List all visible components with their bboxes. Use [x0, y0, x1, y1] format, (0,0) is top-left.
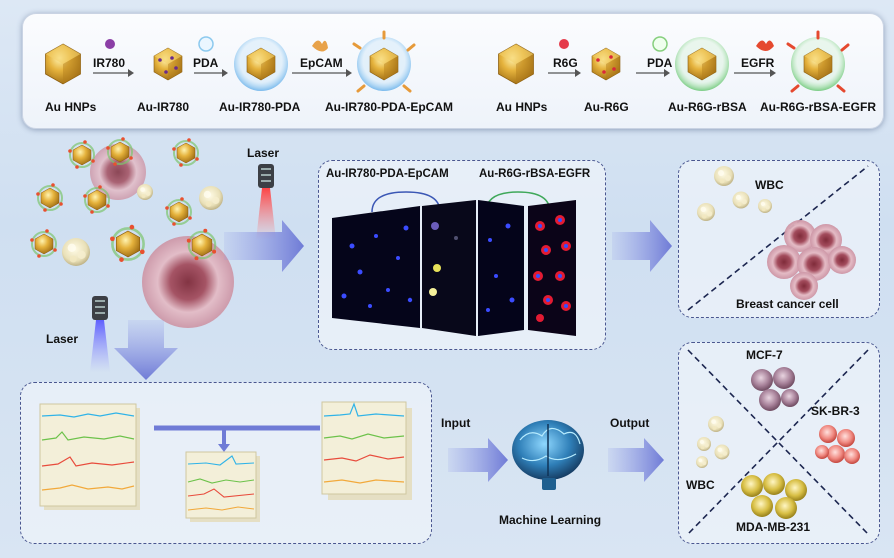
imaging-probe1-label: Au-IR780-PDA-EpCAM — [326, 168, 449, 180]
machine-learning-label: Machine Learning — [499, 513, 602, 527]
separation-cancer-label: Breast cancer cell — [736, 297, 839, 311]
step-au-hnps-2: Au HNPs — [496, 100, 548, 114]
class-mcf7-label: MCF-7 — [746, 348, 783, 362]
step-au-ir780-pda: Au-IR780-PDA — [219, 100, 301, 114]
arrow-output — [608, 438, 664, 482]
output-label: Output — [610, 416, 650, 430]
arrow-to-separation — [612, 220, 672, 272]
laser-label-top: Laser — [247, 146, 280, 160]
arrow-to-imaging — [224, 220, 304, 272]
imaging-probe2-label: Au-R6G-rBSA-EGFR — [479, 168, 591, 180]
separation-panel — [678, 160, 880, 318]
reagent-pda-2: PDA — [647, 56, 673, 70]
arrow-input — [448, 438, 508, 482]
step-au-r6g-rbsa-egfr: Au-R6G-rBSA-EGFR — [760, 100, 876, 114]
reagent-ir780: IR780 — [93, 56, 126, 70]
step-au-hnps-1: Au HNPs — [45, 100, 97, 114]
pathway2-graphics — [497, 30, 850, 93]
cells-with-nanoparticles — [29, 136, 234, 328]
reagent-epcam: EpCAM — [300, 56, 343, 70]
reagent-egfr: EGFR — [741, 56, 775, 70]
arrow-down — [114, 320, 178, 380]
class-wbc-label: WBC — [686, 478, 715, 492]
class-skbr3-label: SK-BR-3 — [811, 404, 860, 418]
step-au-ir780-pda-epcam: Au-IR780-PDA-EpCAM — [325, 100, 454, 114]
reagent-pda-1: PDA — [193, 56, 219, 70]
reagent-r6g: R6G — [553, 56, 578, 70]
class-mdamb231-label: MDA-MB-231 — [736, 520, 811, 534]
step-au-r6g-rbsa: Au-R6G-rBSA — [668, 100, 747, 114]
step-au-ir780: Au-IR780 — [137, 100, 190, 114]
step-au-r6g: Au-R6G — [584, 100, 629, 114]
pathway1-graphics — [44, 30, 416, 93]
laser-bottom-graphic — [90, 296, 110, 372]
laser-top-graphic — [256, 164, 276, 240]
input-label: Input — [441, 416, 471, 430]
laser-label-bottom: Laser — [46, 332, 79, 346]
separation-wbc-label: WBC — [755, 178, 784, 192]
